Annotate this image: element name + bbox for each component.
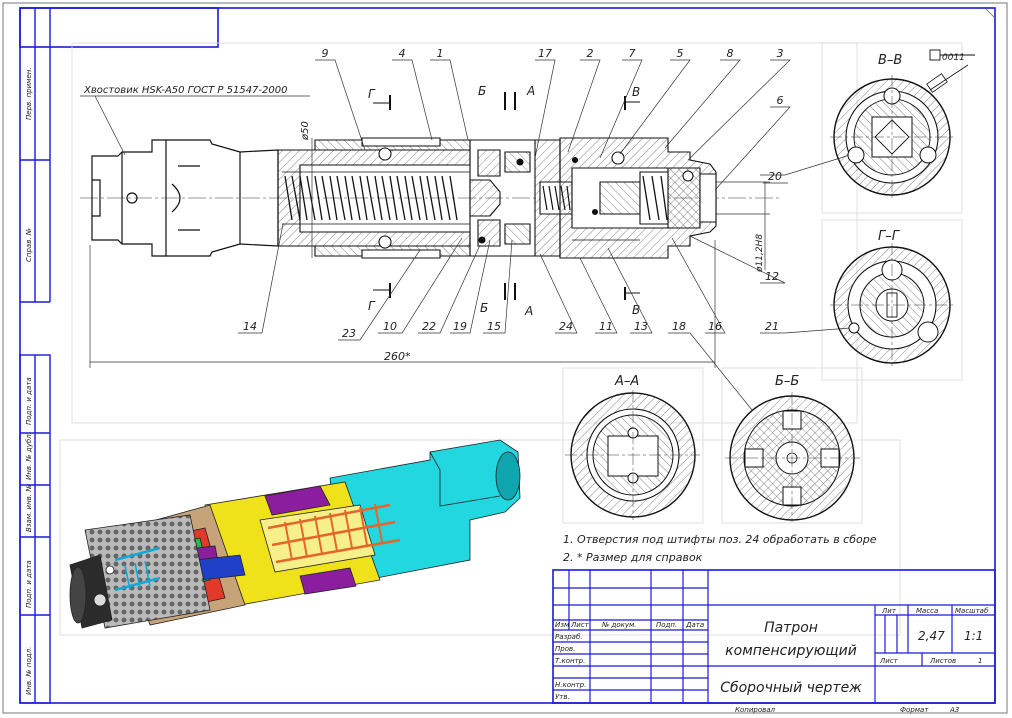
callout-4: 4 (399, 47, 406, 60)
dimension-diameter-50: ø50 (300, 121, 311, 141)
section-title-g-g: Г–Г (878, 229, 901, 244)
callout-24: 24 (559, 320, 573, 333)
callout-6: 6 (777, 94, 784, 107)
tb-role-prov: Пров. (555, 645, 575, 653)
tb-sheets-value: 1 (978, 657, 982, 665)
tb-header-sign: Подп. (656, 621, 677, 629)
tb-name-line2: компенсирующий (725, 643, 857, 659)
tb-header-date: Дата (685, 621, 704, 629)
callout-20: 20 (768, 170, 782, 183)
tb-header-izm: Изм (555, 621, 570, 629)
callout-1: 1 (437, 47, 444, 60)
callout-12: 12 (765, 270, 779, 283)
shank (91, 139, 279, 257)
dimension-overall-length: 260* (384, 350, 411, 363)
side-label-inv-podl: Инв. № подл. (25, 647, 33, 695)
tb-scale-value: 1:1 (964, 629, 983, 643)
tb-role-razrab: Разраб. (555, 633, 583, 641)
cut-letter-b-bottom: Б (480, 301, 488, 315)
cut-letter-b-top: Б (478, 84, 486, 98)
section-view-b-b: Б–Б (725, 374, 860, 522)
section-view-g-g: Г–Г (830, 229, 955, 368)
tolerance-value: 0011 (942, 53, 965, 63)
cutaway-3d-view (69, 439, 521, 629)
tb-header-list: Лист (570, 621, 590, 629)
tb-sheets-label: Листов (929, 657, 956, 665)
shank-label: Хвостовик HSK-A50 ГОСТ Р 51547-2000 (83, 85, 287, 96)
tb-lit-label: Лит (881, 607, 897, 615)
section-cut-letters: Г Г Б А Б А В В (368, 84, 640, 318)
note-2: 2. * Размер для справок (563, 551, 703, 564)
side-label-podp2: Подп. и дата (25, 560, 33, 608)
callout-13: 13 (634, 320, 648, 333)
view-frames (59, 42, 963, 636)
callout-3: 3 (777, 47, 784, 60)
section-cut-marks (373, 92, 640, 300)
section-view-v-v: В–В 0011 (830, 49, 975, 200)
tb-name-line1: Патрон (764, 620, 818, 636)
section-title-a-a: А–А (614, 374, 639, 389)
callout-9: 9 (322, 47, 329, 60)
tb-scale-label: Масштаб (955, 607, 989, 615)
section-title-v-v: В–В (878, 53, 902, 68)
main-assembly-view: 260* ø50 ø11,2H8 Хвостовик HSK-A50 ГОСТ … (80, 47, 851, 411)
callout-10: 10 (383, 320, 397, 333)
callout-14: 14 (243, 320, 257, 333)
note-1: 1. Отверстия под штифты поз. 24 обработа… (563, 533, 877, 546)
callout-8: 8 (727, 47, 734, 60)
dimension-diameter-11-2: ø11,2H8 (755, 234, 765, 273)
tb-doc-type: Сборочный чертеж (720, 680, 862, 696)
section-view-a-a: А–А (565, 374, 700, 520)
callout-2: 2 (587, 47, 594, 60)
side-label-sprav: Справ. № (25, 228, 33, 262)
tb-role-tkontr: Т.контр. (555, 657, 585, 665)
cut-letter-v-top: В (632, 85, 640, 99)
callout-16: 16 (708, 320, 722, 333)
cut-letter-a-bottom: А (524, 304, 533, 318)
callout-17: 17 (538, 47, 552, 60)
tb-sheet-label: Лист (879, 657, 899, 665)
cut-letter-g-bottom: Г (368, 299, 376, 313)
dimension-lines (89, 138, 770, 368)
section-title-b-b: Б–Б (775, 374, 799, 389)
notes: 1. Отверстия под штифты поз. 24 обработа… (563, 533, 877, 564)
callout-numbers: 9 4 1 17 2 7 5 8 3 6 20 12 21 14 23 10 2… (243, 47, 784, 340)
callout-21: 21 (765, 320, 779, 333)
cut-letter-g-top: Г (368, 87, 376, 101)
tb-copied: Копировал (735, 706, 776, 714)
spring-left (282, 171, 470, 225)
cut-letter-v-bottom: В (632, 303, 640, 317)
binding-strip-labels: Перв. примен. Справ. № Подп. и дата Инв.… (25, 67, 33, 695)
tb-header-doc: № докум. (601, 621, 637, 629)
tb-mass-label: Масса (916, 607, 938, 615)
callout-leaders (238, 59, 851, 411)
side-label-vzam: Взам. инв. № (25, 484, 33, 532)
tb-mass-value: 2,47 (918, 629, 945, 643)
tb-format-label: Формат (900, 706, 929, 714)
side-label-podp1: Подп. и дата (25, 377, 33, 425)
side-label-inv-dubl: Инв. № дубл. (25, 432, 33, 480)
callout-5: 5 (677, 47, 684, 60)
callout-22: 22 (422, 320, 436, 333)
tb-role-nkontr: Н.контр. (555, 681, 586, 689)
callout-15: 15 (487, 320, 501, 333)
callout-7: 7 (629, 47, 636, 60)
callout-19: 19 (453, 320, 467, 333)
tb-role-utv: Утв. (555, 693, 570, 701)
side-label-perv: Перв. примен. (25, 67, 33, 120)
cut-letter-a-top: А (526, 84, 535, 98)
callout-11: 11 (599, 320, 613, 333)
tb-format-value: А3 (949, 706, 959, 714)
right-body (559, 137, 717, 259)
callout-23: 23 (342, 327, 356, 340)
title-block: Изм Лист № докум. Подп. Дата Разраб. Про… (552, 569, 996, 714)
callout-18: 18 (672, 320, 686, 333)
